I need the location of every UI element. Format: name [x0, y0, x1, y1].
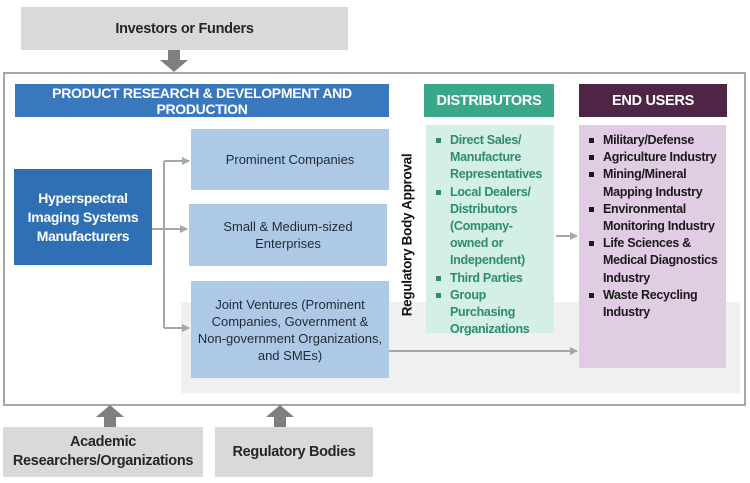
- product-header-label: PRODUCT RESEARCH & DEVELOPMENT AND PRODU…: [52, 84, 352, 117]
- regulatory-arrow-icon: [266, 405, 294, 427]
- distributors-list: Direct Sales/ Manufacture Representative…: [434, 132, 550, 338]
- segment-label: Prominent Companies: [225, 152, 355, 167]
- distributors-header: DISTRIBUTORS: [424, 84, 554, 117]
- end-users-header: END USERS: [579, 84, 727, 117]
- end-user-item: Agriculture Industry: [587, 149, 722, 166]
- distributor-item: Direct Sales/ Manufacture Representative…: [434, 132, 550, 184]
- manufacturers-label: Hyperspectral Imaging Systems Manufactur…: [27, 189, 139, 244]
- investors-label: Investors or Funders: [115, 20, 254, 37]
- distributors-list-box: Direct Sales/ Manufacture Representative…: [426, 125, 554, 336]
- distributor-item: Third Parties: [434, 270, 550, 287]
- segment-label: Joint Ventures (Prominent Companies, Gov…: [197, 296, 383, 363]
- segment-prominent-companies: Prominent Companies: [191, 129, 389, 190]
- academic-box: Academic Researchers/Organizations: [3, 427, 203, 477]
- regulatory-bodies-label: Regulatory Bodies: [232, 444, 356, 460]
- regulatory-bodies-box: Regulatory Bodies: [215, 427, 373, 477]
- manufacturers-box: Hyperspectral Imaging Systems Manufactur…: [14, 169, 152, 265]
- segment-smes: Small & Medium-sized Enterprises: [189, 204, 387, 266]
- segment-joint-ventures: Joint Ventures (Prominent Companies, Gov…: [191, 281, 389, 378]
- end-user-item: Mining/Mineral Mapping Industry: [587, 166, 722, 200]
- end-users-header-label: END USERS: [612, 92, 694, 109]
- distributor-item: Local Dealers/ Distributors (Company-own…: [434, 184, 550, 270]
- end-user-item: Waste Recycling Industry: [587, 287, 722, 321]
- end-user-item: Environmental Monitoring Industry: [587, 201, 722, 235]
- distributor-item: Group Purchasing Organizations: [434, 287, 550, 339]
- investors-arrow-icon: [160, 50, 188, 72]
- end-users-list-box: Military/Defense Agriculture Industry Mi…: [579, 125, 726, 368]
- investors-box: Investors or Funders: [21, 7, 348, 50]
- academic-arrow-icon: [96, 405, 124, 427]
- academic-label: Academic Researchers/Organizations: [12, 434, 194, 469]
- product-header: PRODUCT RESEARCH & DEVELOPMENT AND PRODU…: [15, 84, 389, 117]
- end-users-list: Military/Defense Agriculture Industry Mi…: [587, 132, 722, 321]
- end-user-item: Life Sciences & Medical Diagnostics Indu…: [587, 235, 722, 287]
- distributors-header-label: DISTRIBUTORS: [436, 92, 542, 109]
- end-user-item: Military/Defense: [587, 132, 722, 149]
- segment-label: Small & Medium-sized Enterprises: [223, 219, 353, 251]
